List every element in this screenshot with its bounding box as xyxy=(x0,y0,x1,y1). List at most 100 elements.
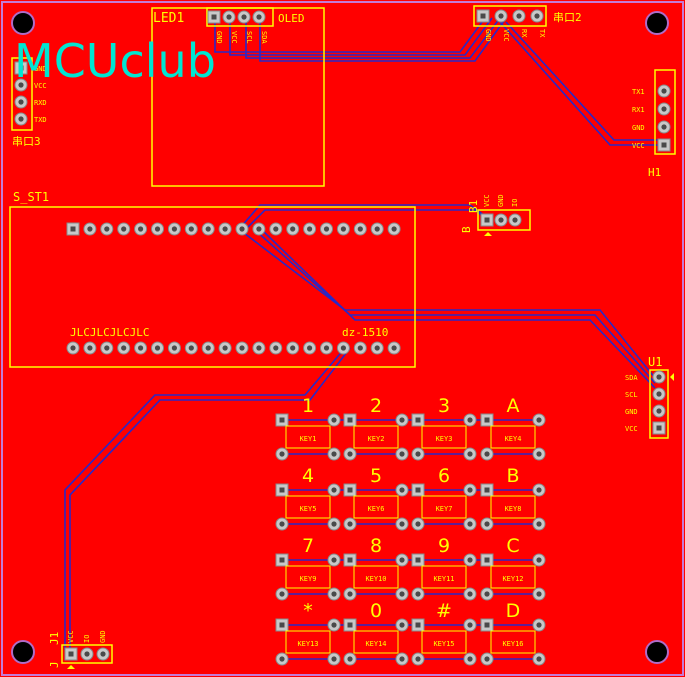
key-pad-hole xyxy=(347,622,353,628)
led1-header xyxy=(206,7,274,27)
key-pad-hole xyxy=(536,417,542,423)
key-outline xyxy=(285,425,331,449)
pin-label: GND xyxy=(625,408,638,416)
pin-label: GND xyxy=(497,194,505,207)
key-pad-hole xyxy=(279,557,285,563)
keypad: KEY11KEY22KEY33KEY4AKEY54KEY65KEY76KEY8B… xyxy=(285,395,536,654)
pin-label: RXD xyxy=(34,99,47,107)
mounting-hole-tl xyxy=(11,11,35,35)
pin-label: VCC xyxy=(34,82,47,90)
pin-label: GND xyxy=(632,124,645,132)
mcu-top-pin-hole xyxy=(205,226,211,232)
mounting-hole-tr xyxy=(645,11,669,35)
mcu-module: S_ST1 JLCJLCJLCJLC dz-1510 xyxy=(9,190,416,368)
serial2-ref: 串口2 xyxy=(553,11,582,24)
b1-pin-hole xyxy=(498,217,504,223)
key-label: KEY11 xyxy=(433,575,454,583)
mcu-bottom-pin-hole xyxy=(138,345,144,351)
mcu-top-pin-hole xyxy=(70,226,76,232)
key-pad-hole xyxy=(399,417,405,423)
pads xyxy=(14,9,671,666)
j1-pin1-marker xyxy=(67,665,75,669)
led1-ref: LED1 xyxy=(153,11,184,26)
j1-pin-hole xyxy=(100,651,106,657)
key-pad-hole xyxy=(415,622,421,628)
key-label: KEY10 xyxy=(365,575,386,583)
key-pad-hole xyxy=(536,656,542,662)
key-label: KEY4 xyxy=(505,435,522,443)
pin-label: RX1 xyxy=(632,106,645,114)
key-pad-hole xyxy=(347,557,353,563)
key-label: KEY5 xyxy=(300,505,317,513)
b1-header xyxy=(477,209,531,231)
mcu-bottom-pin-hole xyxy=(273,345,279,351)
key-pad-hole xyxy=(279,622,285,628)
key-label: KEY7 xyxy=(436,505,453,513)
mcu-ref: S_ST1 xyxy=(13,190,49,204)
key-symbol: 3 xyxy=(438,395,450,417)
key-pad-hole xyxy=(484,656,490,662)
pin-label: GND xyxy=(99,630,107,643)
key-pad-hole xyxy=(415,417,421,423)
key-pad-hole xyxy=(347,487,353,493)
key-symbol: # xyxy=(436,600,452,622)
mcu-outline xyxy=(9,206,416,368)
h1-pin-hole xyxy=(661,88,667,94)
key-symbol: 5 xyxy=(370,465,382,487)
key-outline xyxy=(490,565,536,589)
key-pad-hole xyxy=(536,557,542,563)
key-symbol: 9 xyxy=(438,535,450,557)
mcu-bottom-pin-hole xyxy=(307,345,313,351)
led1-pin-hole xyxy=(226,14,232,20)
pin-label: IO xyxy=(83,635,91,643)
mcu-top-pin-hole xyxy=(290,226,296,232)
u1-ref: U1 xyxy=(648,355,662,369)
pin-label: SDA xyxy=(260,31,268,44)
key-pad-hole xyxy=(279,451,285,457)
mcu-top-pin-hole xyxy=(374,226,380,232)
key-pad-hole xyxy=(484,417,490,423)
mcu-top-pin-hole xyxy=(188,226,194,232)
pin-label: SCL xyxy=(625,391,638,399)
key-outline xyxy=(285,565,331,589)
h1-pin-hole xyxy=(661,142,667,148)
key-symbol: 7 xyxy=(302,535,314,557)
serial3-pin-hole xyxy=(18,65,24,71)
key-pad-hole xyxy=(484,557,490,563)
led1-module: LED1 OLED xyxy=(151,7,325,187)
key-pad-hole xyxy=(415,557,421,563)
key-outline xyxy=(490,630,536,654)
key-label: KEY3 xyxy=(436,435,453,443)
led1-label: OLED xyxy=(278,12,305,25)
mcu-top-pin-hole xyxy=(273,226,279,232)
serial2-pin-hole xyxy=(534,13,540,19)
key-label: KEY6 xyxy=(368,505,385,513)
key-label: KEY14 xyxy=(365,640,386,648)
mounting-hole-bl xyxy=(11,640,35,664)
mcu-top-pin-hole xyxy=(154,226,161,232)
traces xyxy=(64,17,665,650)
key-label: KEY12 xyxy=(502,575,523,583)
key-outline xyxy=(421,565,467,589)
key-pad-hole xyxy=(536,521,542,527)
key-pad-hole xyxy=(467,591,473,597)
serial2-pin-hole xyxy=(498,13,504,19)
key-pad-hole xyxy=(331,521,337,527)
key-label: KEY13 xyxy=(297,640,318,648)
key-symbol: C xyxy=(506,535,519,557)
key-pad-hole xyxy=(415,656,421,662)
key-symbol: A xyxy=(507,395,520,417)
mcu-top-pin-hole xyxy=(171,226,177,232)
mcu-top-pin-hole xyxy=(391,226,397,232)
key-pad-hole xyxy=(415,521,421,527)
key-pad-hole xyxy=(536,451,542,457)
serial2-connector: 串口2 xyxy=(473,5,582,27)
key-pad-hole xyxy=(279,521,285,527)
mcu-bottom-pin-hole xyxy=(374,345,380,351)
key-label: KEY16 xyxy=(502,640,523,648)
h1-connector: H1 xyxy=(648,69,676,179)
mcu-bottom-pin-hole xyxy=(70,345,76,351)
u1-pin1-marker xyxy=(670,373,674,381)
mcu-bottom-pin-hole xyxy=(188,345,194,351)
